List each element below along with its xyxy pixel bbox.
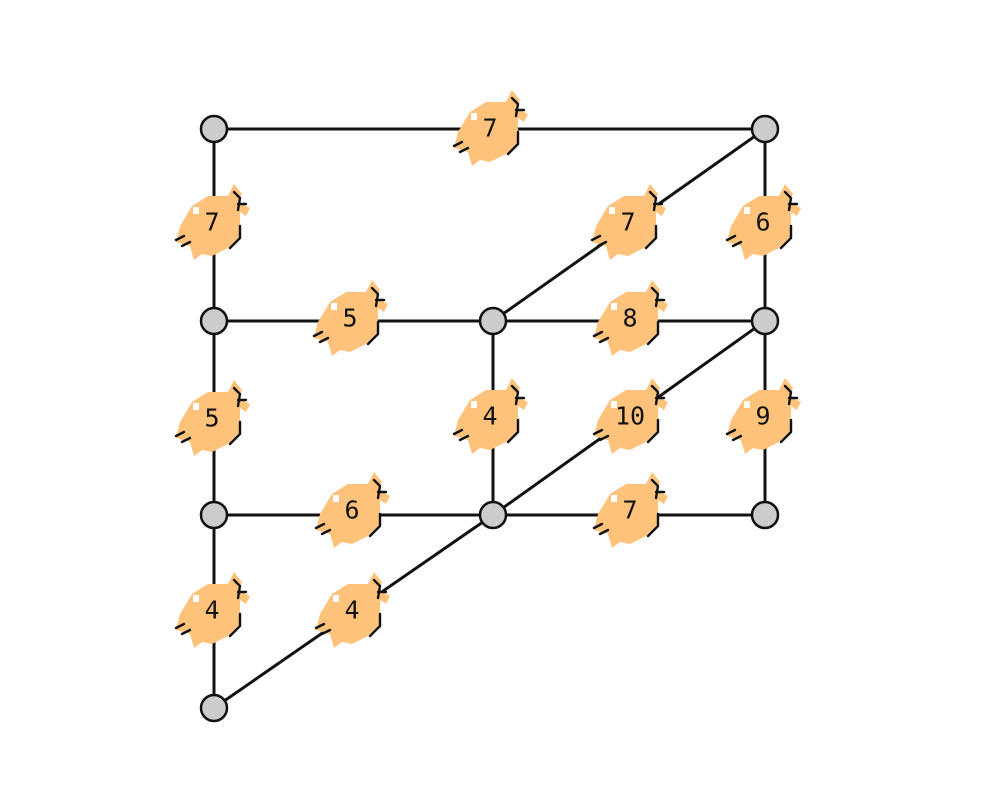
graph-node-n1 — [750, 114, 780, 144]
edge-weight-label: 5 — [342, 304, 357, 333]
edge-weight-badge-n3-n6: 4 — [452, 376, 530, 456]
edge-weight-badge-n0-n2: 7 — [174, 182, 252, 262]
edge-weight-badge-n2-n5: 5 — [174, 378, 252, 458]
edge-weight-badge-n0-n1: 7 — [452, 88, 530, 168]
edge-weight-label: 6 — [755, 208, 770, 237]
edge-weight-label: 7 — [204, 208, 219, 237]
graph-node-n8 — [199, 693, 229, 723]
edge-weight-label: 9 — [755, 402, 770, 431]
graph-node-n3 — [478, 306, 508, 336]
edge-weight-badge-n6-n7: 7 — [592, 470, 670, 550]
edge-weight-badge-n1-n3: 7 — [590, 182, 668, 262]
graph-node-n4 — [750, 306, 780, 336]
edge-weight-badge-n2-n3: 5 — [312, 278, 390, 358]
edge-labels-layer: 7 7 7 6 5 8 5 4 10 9 6 7 4 4 — [174, 88, 803, 650]
edge-weight-label: 8 — [622, 304, 637, 333]
edge-weight-label: 7 — [620, 208, 635, 237]
edge-weight-badge-n5-n8: 4 — [174, 570, 252, 650]
edge-weight-label: 7 — [482, 114, 497, 143]
graph-node-n2 — [199, 306, 229, 336]
edge-weight-label: 5 — [204, 404, 219, 433]
edge-weight-label: 7 — [622, 496, 637, 525]
edge-weight-label: 4 — [204, 596, 219, 625]
edge-weight-label: 6 — [344, 496, 359, 525]
edge-weight-badge-n3-n4: 8 — [592, 278, 670, 358]
edge-weight-badge-n1-n4: 6 — [725, 182, 803, 262]
graph-node-n0 — [199, 114, 229, 144]
edge-weight-badge-n4-n6: 10 — [592, 376, 670, 456]
graph-node-n6 — [478, 500, 508, 530]
edge-weight-label: 4 — [344, 596, 359, 625]
edge-weight-badge-n6-n8: 4 — [314, 570, 392, 650]
graph-node-n7 — [750, 500, 780, 530]
edge-weight-badge-n5-n6: 6 — [314, 470, 392, 550]
nodes-layer — [199, 114, 780, 723]
graph-node-n5 — [199, 500, 229, 530]
edge-weight-label: 10 — [615, 402, 645, 431]
edge-weight-badge-n4-n7: 9 — [725, 376, 803, 456]
edge-weight-label: 4 — [482, 402, 497, 431]
